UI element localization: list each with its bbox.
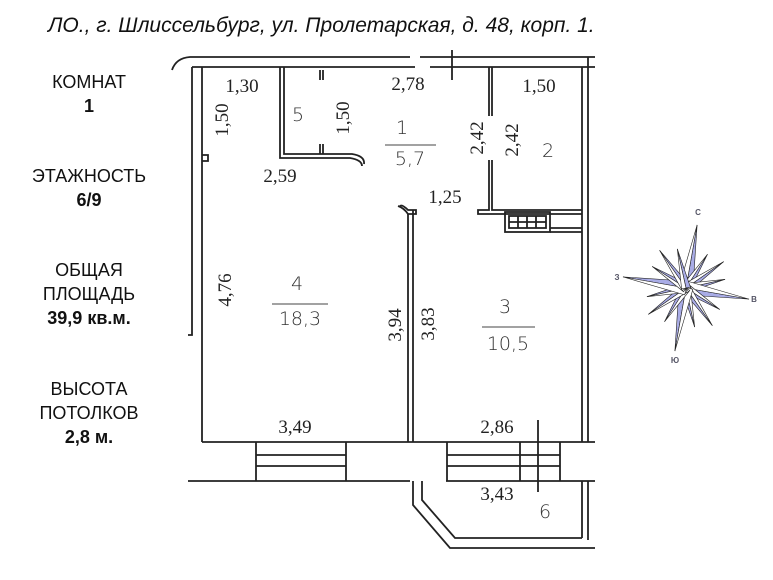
- compass-east: В: [751, 295, 757, 304]
- dim-2-42-a: 2,42: [467, 121, 488, 154]
- walls: [171, 50, 595, 549]
- dim-3-49: 3,49: [278, 417, 311, 438]
- dim-2-59: 2,59: [263, 166, 296, 187]
- room-3-area: 10,5: [487, 333, 529, 355]
- rooms-label: КОМНАТ: [52, 72, 126, 92]
- dim-1-30: 1,30: [225, 76, 258, 97]
- height-value: 2,8 м.: [64, 427, 114, 447]
- room-6-number: 6: [539, 501, 551, 523]
- room-4-number: 4: [291, 273, 303, 295]
- dim-3-83: 3,83: [418, 307, 439, 340]
- area-info: ОБЩАЯ ПЛОЩАДЬ 39,9 кв.м.: [0, 258, 178, 330]
- compass-ray: [659, 250, 687, 292]
- rooms-info: КОМНАТ 1: [0, 70, 178, 118]
- room-5-number: 5: [292, 104, 304, 126]
- compass-ray: [674, 287, 694, 352]
- rooms-value: 1: [83, 96, 94, 116]
- dim-4-76: 4,76: [215, 273, 236, 306]
- room-1-area: 5,7: [395, 148, 425, 170]
- address-title: ЛО., г. Шлиссельбург, ул. Пролетарская, …: [48, 14, 595, 37]
- room-labels: 1 5,7 2 3 10,5 4 18,3 5 6: [272, 104, 554, 523]
- compass-rose: С Ю З В: [614, 208, 757, 365]
- compass-ray: [677, 248, 687, 290]
- dim-3-43: 3,43: [480, 484, 513, 505]
- floor-info: ЭТАЖНОСТЬ 6/9: [0, 164, 178, 212]
- dim-1-50-right: 1,50: [522, 76, 555, 97]
- area-label-1: ОБЩАЯ: [55, 260, 123, 280]
- dim-2-42-b: 2,42: [502, 123, 523, 156]
- room-4-area: 18,3: [279, 308, 321, 330]
- compass-south: Ю: [671, 356, 679, 365]
- room-3-number: 3: [499, 296, 511, 318]
- compass-ray: [622, 276, 687, 296]
- compass-ray: [648, 287, 690, 315]
- dim-1-25: 1,25: [428, 187, 461, 208]
- compass-ray: [652, 266, 687, 293]
- area-value: 39,9 кв.м.: [47, 308, 131, 328]
- compass-west: З: [614, 273, 619, 282]
- floor-label: ЭТАЖНОСТЬ: [31, 166, 147, 186]
- compass-north: С: [695, 208, 701, 217]
- dim-3-94: 3,94: [385, 308, 406, 342]
- height-label-1: ВЫСОТА: [50, 379, 128, 399]
- area-label-2: ПЛОЩАДЬ: [42, 284, 136, 304]
- dim-1-50-closet: 1,50: [333, 101, 354, 134]
- floor-value: 6/9: [76, 190, 102, 210]
- dim-2-86: 2,86: [480, 417, 513, 438]
- room-1-number: 1: [396, 117, 408, 139]
- height-info: ВЫСОТА ПОТОЛКОВ 2,8 м.: [0, 377, 178, 449]
- dim-1-50-left: 1,50: [212, 103, 233, 136]
- room-2-number: 2: [542, 140, 554, 162]
- dimensions: 1,30 1,50 1,50 2,78 1,50 2,42 2,42 2,59 …: [212, 74, 556, 505]
- compass-ray: [664, 287, 691, 322]
- height-label-2: ПОТОЛКОВ: [39, 403, 139, 423]
- dim-2-78: 2,78: [391, 74, 424, 95]
